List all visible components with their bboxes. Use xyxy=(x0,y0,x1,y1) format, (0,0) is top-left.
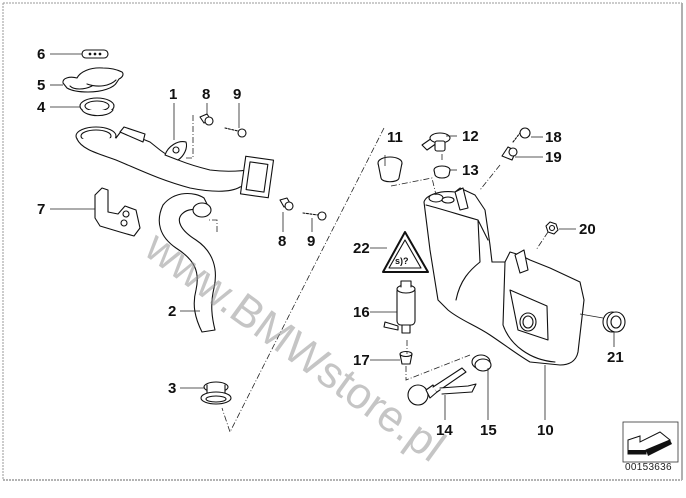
callout-6[interactable]: 6 xyxy=(37,46,46,63)
callout-7[interactable]: 7 xyxy=(37,201,46,218)
part-8-expanding-nut-upper[interactable] xyxy=(199,113,214,126)
part-13-grommet[interactable] xyxy=(433,165,451,179)
part-17-pump-seal[interactable] xyxy=(399,350,413,365)
part-9-screw-lower[interactable] xyxy=(302,211,327,221)
leader-lines xyxy=(50,53,615,420)
callout-12[interactable]: 12 xyxy=(462,128,479,145)
callout-17[interactable]: 17 xyxy=(353,352,370,369)
part-15-grommet[interactable] xyxy=(471,354,492,372)
callout-13[interactable]: 13 xyxy=(462,162,479,179)
callout-1[interactable]: 1 xyxy=(169,86,178,103)
callout-18[interactable]: 18 xyxy=(545,129,562,146)
callout-10[interactable]: 10 xyxy=(537,422,554,439)
part-11-plug[interactable] xyxy=(377,156,403,183)
part-3-grommet[interactable] xyxy=(200,381,232,405)
callout-22[interactable]: 22 xyxy=(353,240,370,257)
part-5-filler-cap[interactable] xyxy=(62,67,124,93)
callout-2[interactable]: 2 xyxy=(168,303,177,320)
part-14-level-sensor[interactable] xyxy=(407,367,477,406)
part-10-washer-reservoir[interactable] xyxy=(423,187,585,366)
part-12-connector[interactable] xyxy=(421,132,451,152)
part-9-screw-upper[interactable] xyxy=(224,127,247,138)
part-1-filler-neck[interactable] xyxy=(75,126,275,199)
part-18-screw[interactable] xyxy=(512,127,531,143)
part-7-bracket[interactable] xyxy=(94,187,141,237)
part-19-expanding-nut[interactable] xyxy=(501,146,518,161)
callout-4[interactable]: 4 xyxy=(37,99,46,116)
callout-21[interactable]: 21 xyxy=(607,349,624,366)
part-2-hose[interactable] xyxy=(158,193,216,333)
part-22-warning-label[interactable]: s)? xyxy=(382,231,429,273)
callout-11[interactable]: 11 xyxy=(387,129,403,146)
svg-text:s)?: s)? xyxy=(395,256,409,266)
callout-16[interactable]: 16 xyxy=(353,304,370,321)
diagram-frame xyxy=(2,2,683,481)
callout-8-lower[interactable]: 8 xyxy=(278,233,287,250)
part-6-seal[interactable] xyxy=(81,49,109,59)
callout-8-upper[interactable]: 8 xyxy=(202,86,211,103)
part-16-washer-pump[interactable] xyxy=(383,280,416,334)
part-4-gasket-ring[interactable] xyxy=(79,97,115,117)
orientation-arrow-icon xyxy=(622,421,679,463)
callout-20[interactable]: 20 xyxy=(579,221,596,238)
callout-5[interactable]: 5 xyxy=(37,77,46,94)
callout-3[interactable]: 3 xyxy=(168,380,177,397)
callout-19[interactable]: 19 xyxy=(545,149,562,166)
part-21-grommet[interactable] xyxy=(602,311,626,333)
callout-9-upper[interactable]: 9 xyxy=(233,86,242,103)
callout-9-lower[interactable]: 9 xyxy=(307,233,316,250)
callout-14[interactable]: 14 xyxy=(436,422,453,439)
diagram-number: 00153636 xyxy=(625,462,672,473)
part-8-expanding-nut-lower[interactable] xyxy=(279,197,294,211)
assembly-lines xyxy=(185,115,549,434)
parts-diagram: s)? xyxy=(2,2,683,481)
callout-15[interactable]: 15 xyxy=(480,422,497,439)
